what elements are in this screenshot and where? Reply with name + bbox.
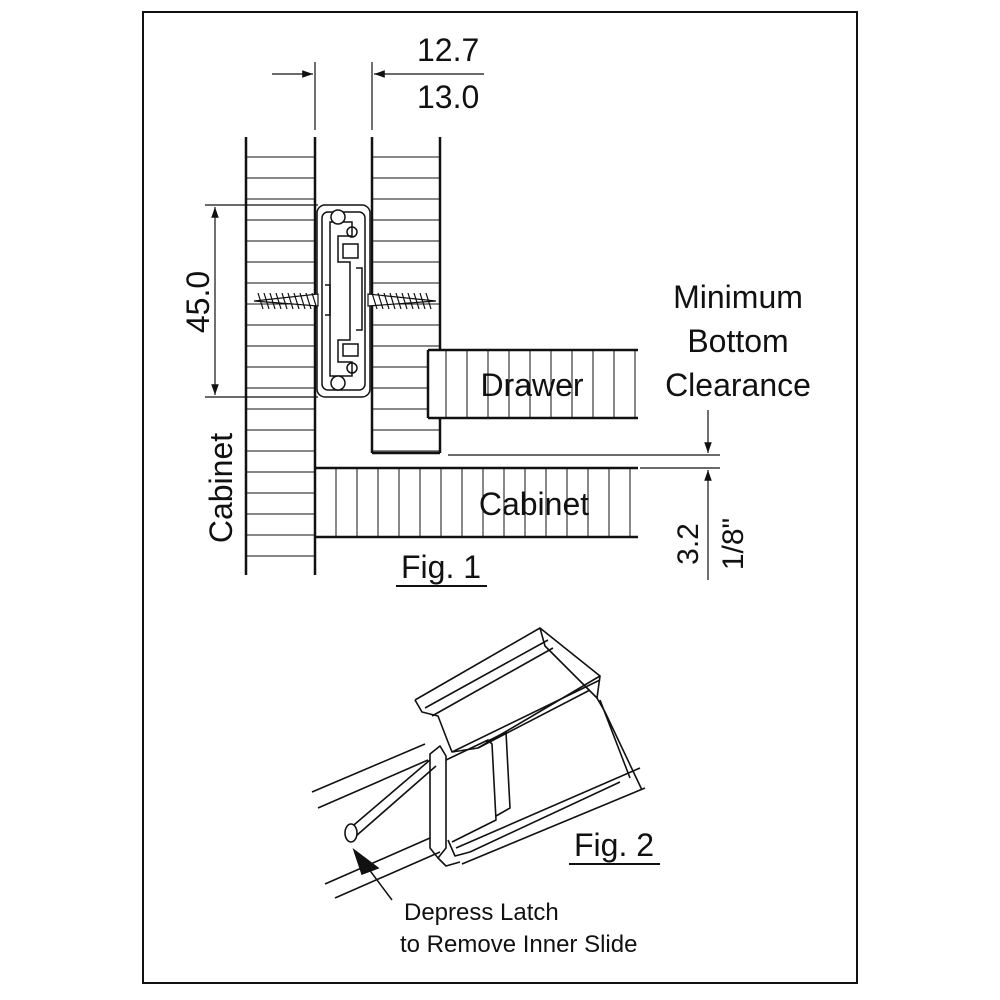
screw-left-icon — [253, 292, 319, 310]
drawer-label: Drawer — [480, 367, 583, 403]
hatch-line — [293, 292, 300, 310]
hatch-line — [419, 292, 426, 310]
hatch-line — [269, 292, 276, 310]
hatch-line — [275, 292, 282, 310]
cabinet-side-panel — [244, 137, 317, 575]
slide-profile — [316, 204, 371, 398]
hatch-line — [425, 292, 432, 310]
hatch-line — [287, 292, 294, 310]
latch-pointer-arrow — [352, 847, 393, 901]
screw-right-icon — [367, 292, 437, 310]
hatch-line — [389, 292, 396, 310]
latch-note-line1: Depress Latch — [404, 899, 559, 926]
cabinet-bottom-label: Cabinet — [479, 486, 589, 522]
slide-perspective-drawing — [311, 627, 646, 899]
cabinet-side-label: Cabinet — [203, 433, 239, 543]
dim-width-top: 12.7 — [417, 32, 479, 68]
diagram-frame — [142, 11, 858, 984]
hatch-line — [413, 292, 420, 310]
hatch-line — [257, 292, 264, 310]
hatch-line — [395, 292, 402, 310]
clearance-title-line2: Bottom — [687, 323, 788, 359]
height-dimension — [205, 204, 318, 398]
clearance-title-line3: Clearance — [665, 367, 811, 403]
hatch-line — [401, 292, 408, 310]
drawer-bottom-panel — [426, 348, 638, 420]
dim-height: 45.0 — [180, 271, 216, 333]
hatch-line — [371, 292, 378, 310]
clearance-in: 1/8" — [717, 518, 750, 570]
latch-note-line2: to Remove Inner Slide — [400, 931, 637, 958]
hatch-line — [281, 292, 288, 310]
clearance-dimension — [448, 410, 720, 580]
hatch-line — [383, 292, 390, 310]
hatch-line — [377, 292, 384, 310]
hatch-line — [311, 292, 318, 310]
dim-width-bottom: 13.0 — [417, 79, 479, 115]
hatch-line — [305, 292, 312, 310]
hatch-line — [263, 292, 270, 310]
cabinet-bottom-panel — [315, 466, 638, 539]
hatch-line — [299, 292, 306, 310]
hatch-line — [407, 292, 414, 310]
clearance-title-line1: Minimum — [673, 279, 803, 315]
fig2-caption: Fig. 2 — [574, 827, 654, 863]
width-dimension — [272, 62, 484, 130]
fig1-caption: Fig. 1 — [401, 549, 481, 585]
clearance-mm: 3.2 — [672, 523, 705, 565]
